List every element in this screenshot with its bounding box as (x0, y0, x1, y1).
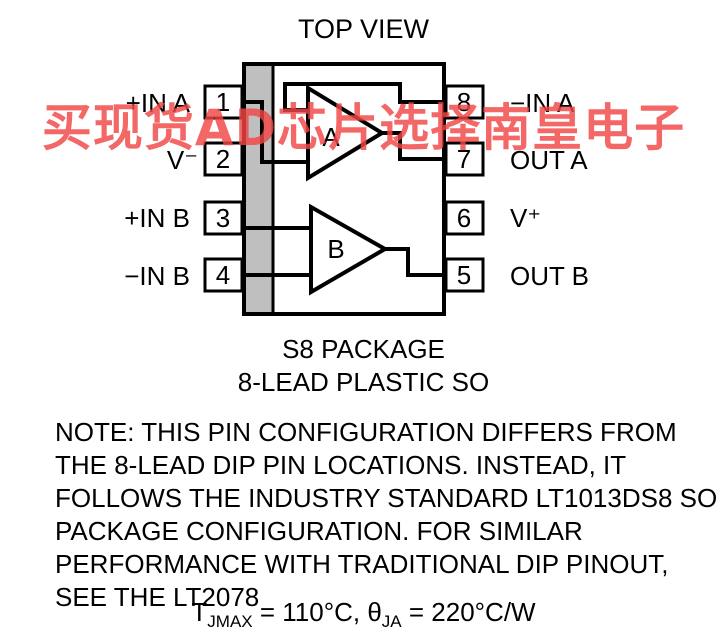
pin-label-4: −IN B (124, 261, 190, 291)
pin-number-2: 2 (216, 144, 230, 174)
pin-number-7: 7 (457, 144, 471, 174)
tj-subscript: JMAX (207, 612, 253, 631)
pin-number-8: 8 (457, 87, 471, 117)
thermal-spec: TJMAX = 110°C, θJA = 220°C/W (0, 597, 727, 632)
opamp-b-label: B (327, 234, 344, 264)
pin-label-8: −IN A (510, 88, 575, 118)
pin-label-3: +IN B (124, 203, 190, 233)
tj-value: = 110°C, (252, 597, 368, 627)
pin-box-4 (203, 257, 244, 293)
pin-number-5: 5 (457, 260, 471, 290)
pin-box-8 (444, 84, 485, 120)
pin-label-7: OUT A (510, 145, 588, 175)
theta-symbol: θ (367, 597, 382, 627)
opamp-b-symbol (309, 203, 390, 296)
pin-box-7 (444, 141, 485, 177)
opamp-a-symbol (306, 84, 386, 182)
theta-value: = 220°C/W (401, 597, 536, 627)
pin-label-1: +IN A (125, 88, 190, 118)
pin-box-1 (203, 84, 244, 120)
pin-box-3 (203, 200, 244, 236)
pin-number-6: 6 (457, 203, 471, 233)
pin-label-5: OUT B (510, 261, 589, 291)
pin-number-4: 4 (216, 260, 230, 290)
opamp-a-label: A (322, 122, 340, 152)
pin-config-note: NOTE: THIS PIN CONFIGURATION DIFFERS FRO… (55, 417, 718, 612)
internal-wiring (244, 82, 446, 277)
pin-label-2: V⁻ (166, 145, 198, 175)
tj-symbol: T (191, 597, 208, 627)
watermark-text: 买现货AD芯片选择南皇电子 (41, 99, 686, 157)
package-description: 8-LEAD PLASTIC SO (237, 367, 490, 397)
pin-number-3: 3 (216, 203, 230, 233)
pin-box-2 (203, 141, 244, 177)
diagram-title: TOP VIEW (297, 14, 430, 44)
package-name: S8 PACKAGE (282, 334, 445, 364)
theta-subscript: JA (381, 612, 402, 631)
pin-number-1: 1 (216, 87, 230, 117)
pin-label-6: V⁺ (510, 203, 542, 233)
pin1-stripe (246, 66, 273, 312)
pin-box-6 (444, 200, 485, 236)
